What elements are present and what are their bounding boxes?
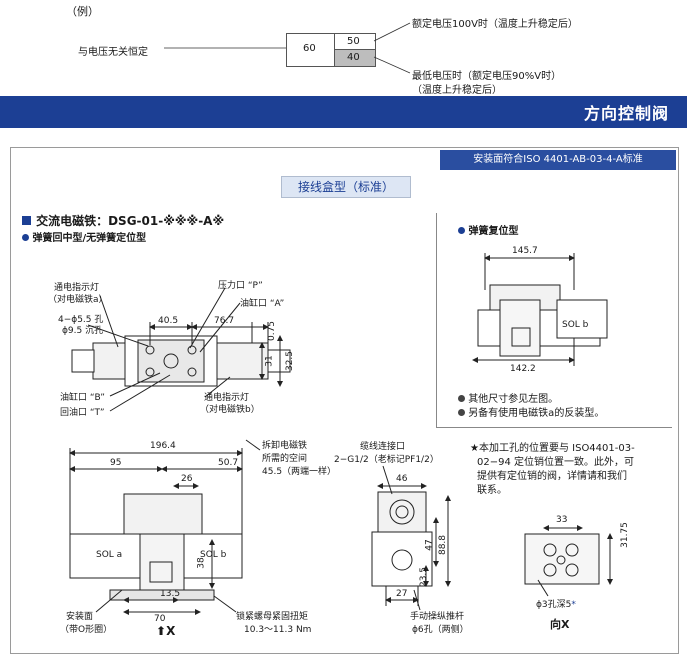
constant-note: 与电压无关恒定 <box>78 47 148 58</box>
spring-note-2-row: 另备有使用电磁铁a的反装型。 <box>458 404 604 419</box>
push-label-1: 手动操纵推杆 <box>410 612 465 622</box>
note-top: 额定电压100V时（温度上升稳定后） <box>412 19 578 30</box>
spring-return-title-row: 弹簧复位型 <box>458 222 518 237</box>
star-note-4: 联系。 <box>477 485 507 496</box>
dim-23-5: 23.5 <box>419 566 430 588</box>
hole-label-row: ϕ3孔深5* <box>536 597 576 610</box>
port-t-label: 回油口 “T” <box>60 408 105 418</box>
remove-label-2: 所需的空间 <box>262 454 308 464</box>
spring-return-drawing <box>472 253 608 366</box>
dim-88-8: 88.8 <box>438 534 449 556</box>
arrow-x-indicator: ⬆X <box>156 624 175 638</box>
holes-label-1: 4−ϕ5.5 孔 <box>58 315 104 325</box>
indicator-b-label-1: 通电指示灯 <box>204 393 250 403</box>
push-label-2: ϕ6孔（两侧） <box>412 625 469 635</box>
dim-196-4: 196.4 <box>150 441 176 451</box>
arrow-x-label: X <box>166 624 176 638</box>
section-title: 交流电磁铁：DSG-01-※※※-A※ <box>36 214 225 228</box>
dim-145-7: 145.7 <box>512 246 538 256</box>
star-note-1: ★本加工孔的位置要与 ISO4401-03- <box>470 443 635 454</box>
indicator-a-label-2: （对电磁铁a） <box>48 295 108 305</box>
dim-76-7: 76.7 <box>214 316 235 326</box>
torque-label-1: 锁紧螺母紧固扭矩 <box>236 612 309 622</box>
dim-26: 26 <box>181 474 193 484</box>
note-bottom-1: 最低电压时（额定电压90%V时） <box>412 71 562 82</box>
dot-bullet-icon <box>458 395 465 402</box>
remove-label-1: 拆卸电磁铁 <box>262 441 308 451</box>
dot-bullet-icon <box>458 227 465 234</box>
mount-label-2: （带O形圈） <box>60 625 113 635</box>
sol-b-label: SOL b <box>200 550 227 560</box>
dim-32-5: 32.5 <box>285 350 296 372</box>
note-bottom-2: （温度上升稳定后） <box>412 85 502 96</box>
example-box-bottom: 40 <box>334 49 376 67</box>
dim-40-5: 40.5 <box>158 316 179 326</box>
dim-33: 33 <box>556 515 568 525</box>
example-leaders <box>164 22 411 74</box>
section-subtitle: 弹簧回中型/无弹簧定位型 <box>32 233 147 244</box>
remove-label-3: 45.5（两端一样） <box>262 467 337 477</box>
view-x-drawing <box>524 525 613 597</box>
spring-note-2: 另备有使用电磁铁a的反装型。 <box>468 408 605 419</box>
section-title-row: 交流电磁铁：DSG-01-※※※-A※ <box>22 210 224 229</box>
port-p-label: 压力口 “P” <box>218 281 263 291</box>
cable-label-2: 2−G1/2（老标记PF1/2） <box>334 455 439 465</box>
value-top: 50 <box>347 36 360 47</box>
top-view-drawing <box>71 287 291 412</box>
mount-label-1: 安装面 <box>66 612 94 622</box>
view-x-title: 向X <box>550 618 570 631</box>
dim-142-2: 142.2 <box>510 364 536 374</box>
sol-a-label: SOL a <box>96 550 123 560</box>
star-note-3: 提供有定位销的阀，详情请和我们 <box>477 471 627 482</box>
holes-label-2: ϕ9.5 沉孔 <box>62 326 104 336</box>
front-view-drawing <box>69 439 261 615</box>
example-label: （例） <box>66 5 99 18</box>
dim-13-5: 13.5 <box>160 589 181 599</box>
dim-0-75: 0.75 <box>267 320 278 342</box>
dim-31-75: 31.75 <box>619 522 630 548</box>
dim-50-7: 50.7 <box>218 458 239 468</box>
cable-label-1: 缆线连接口 <box>360 442 406 452</box>
dim-70: 70 <box>154 614 166 624</box>
value-bottom: 40 <box>347 52 360 63</box>
port-a-label: 油缸口 “A” <box>240 299 285 309</box>
hole-label: ϕ3孔深5 <box>536 600 572 610</box>
spring-return-frame <box>436 213 672 428</box>
dim-95: 95 <box>110 458 122 468</box>
indicator-b-label-2: （对电磁铁b） <box>200 405 260 415</box>
banner-title: 方向控制阀 <box>583 104 669 123</box>
spring-note-1-row: 其他尺寸参见左图。 <box>458 390 558 405</box>
dot-bullet-icon <box>458 409 465 416</box>
standard-bar: 安装面符合ISO 4401-AB-03-4-A标准 <box>440 150 676 170</box>
spring-note-1: 其他尺寸参见左图。 <box>468 394 559 405</box>
dim-46: 46 <box>396 474 408 484</box>
indicator-a-label-1: 通电指示灯 <box>54 283 100 293</box>
arrow-up-icon: ⬆ <box>156 624 167 638</box>
star-note-2: 02−94 定位销位置一致。此外，可 <box>477 457 635 468</box>
section-banner <box>0 96 687 128</box>
dot-bullet-icon <box>22 234 29 241</box>
spring-return-title: 弹簧复位型 <box>468 226 519 237</box>
side-view-drawing <box>371 465 451 611</box>
sol-b-label-right: SOL b <box>562 320 589 330</box>
dim-47: 47 <box>424 539 435 551</box>
section-subtitle-row: 弹簧回中型/无弹簧定位型 <box>22 229 146 244</box>
torque-label-2: 10.3～11.3 Nm <box>244 625 312 635</box>
dim-27: 27 <box>396 589 408 599</box>
port-b-label: 油缸口 “B” <box>60 393 105 403</box>
dim-31: 31 <box>264 355 275 367</box>
square-bullet-icon <box>22 216 31 225</box>
star-mark: * <box>571 600 576 610</box>
box-type-title: 接线盒型（标准） <box>281 176 411 198</box>
value-constant: 60 <box>303 43 316 54</box>
